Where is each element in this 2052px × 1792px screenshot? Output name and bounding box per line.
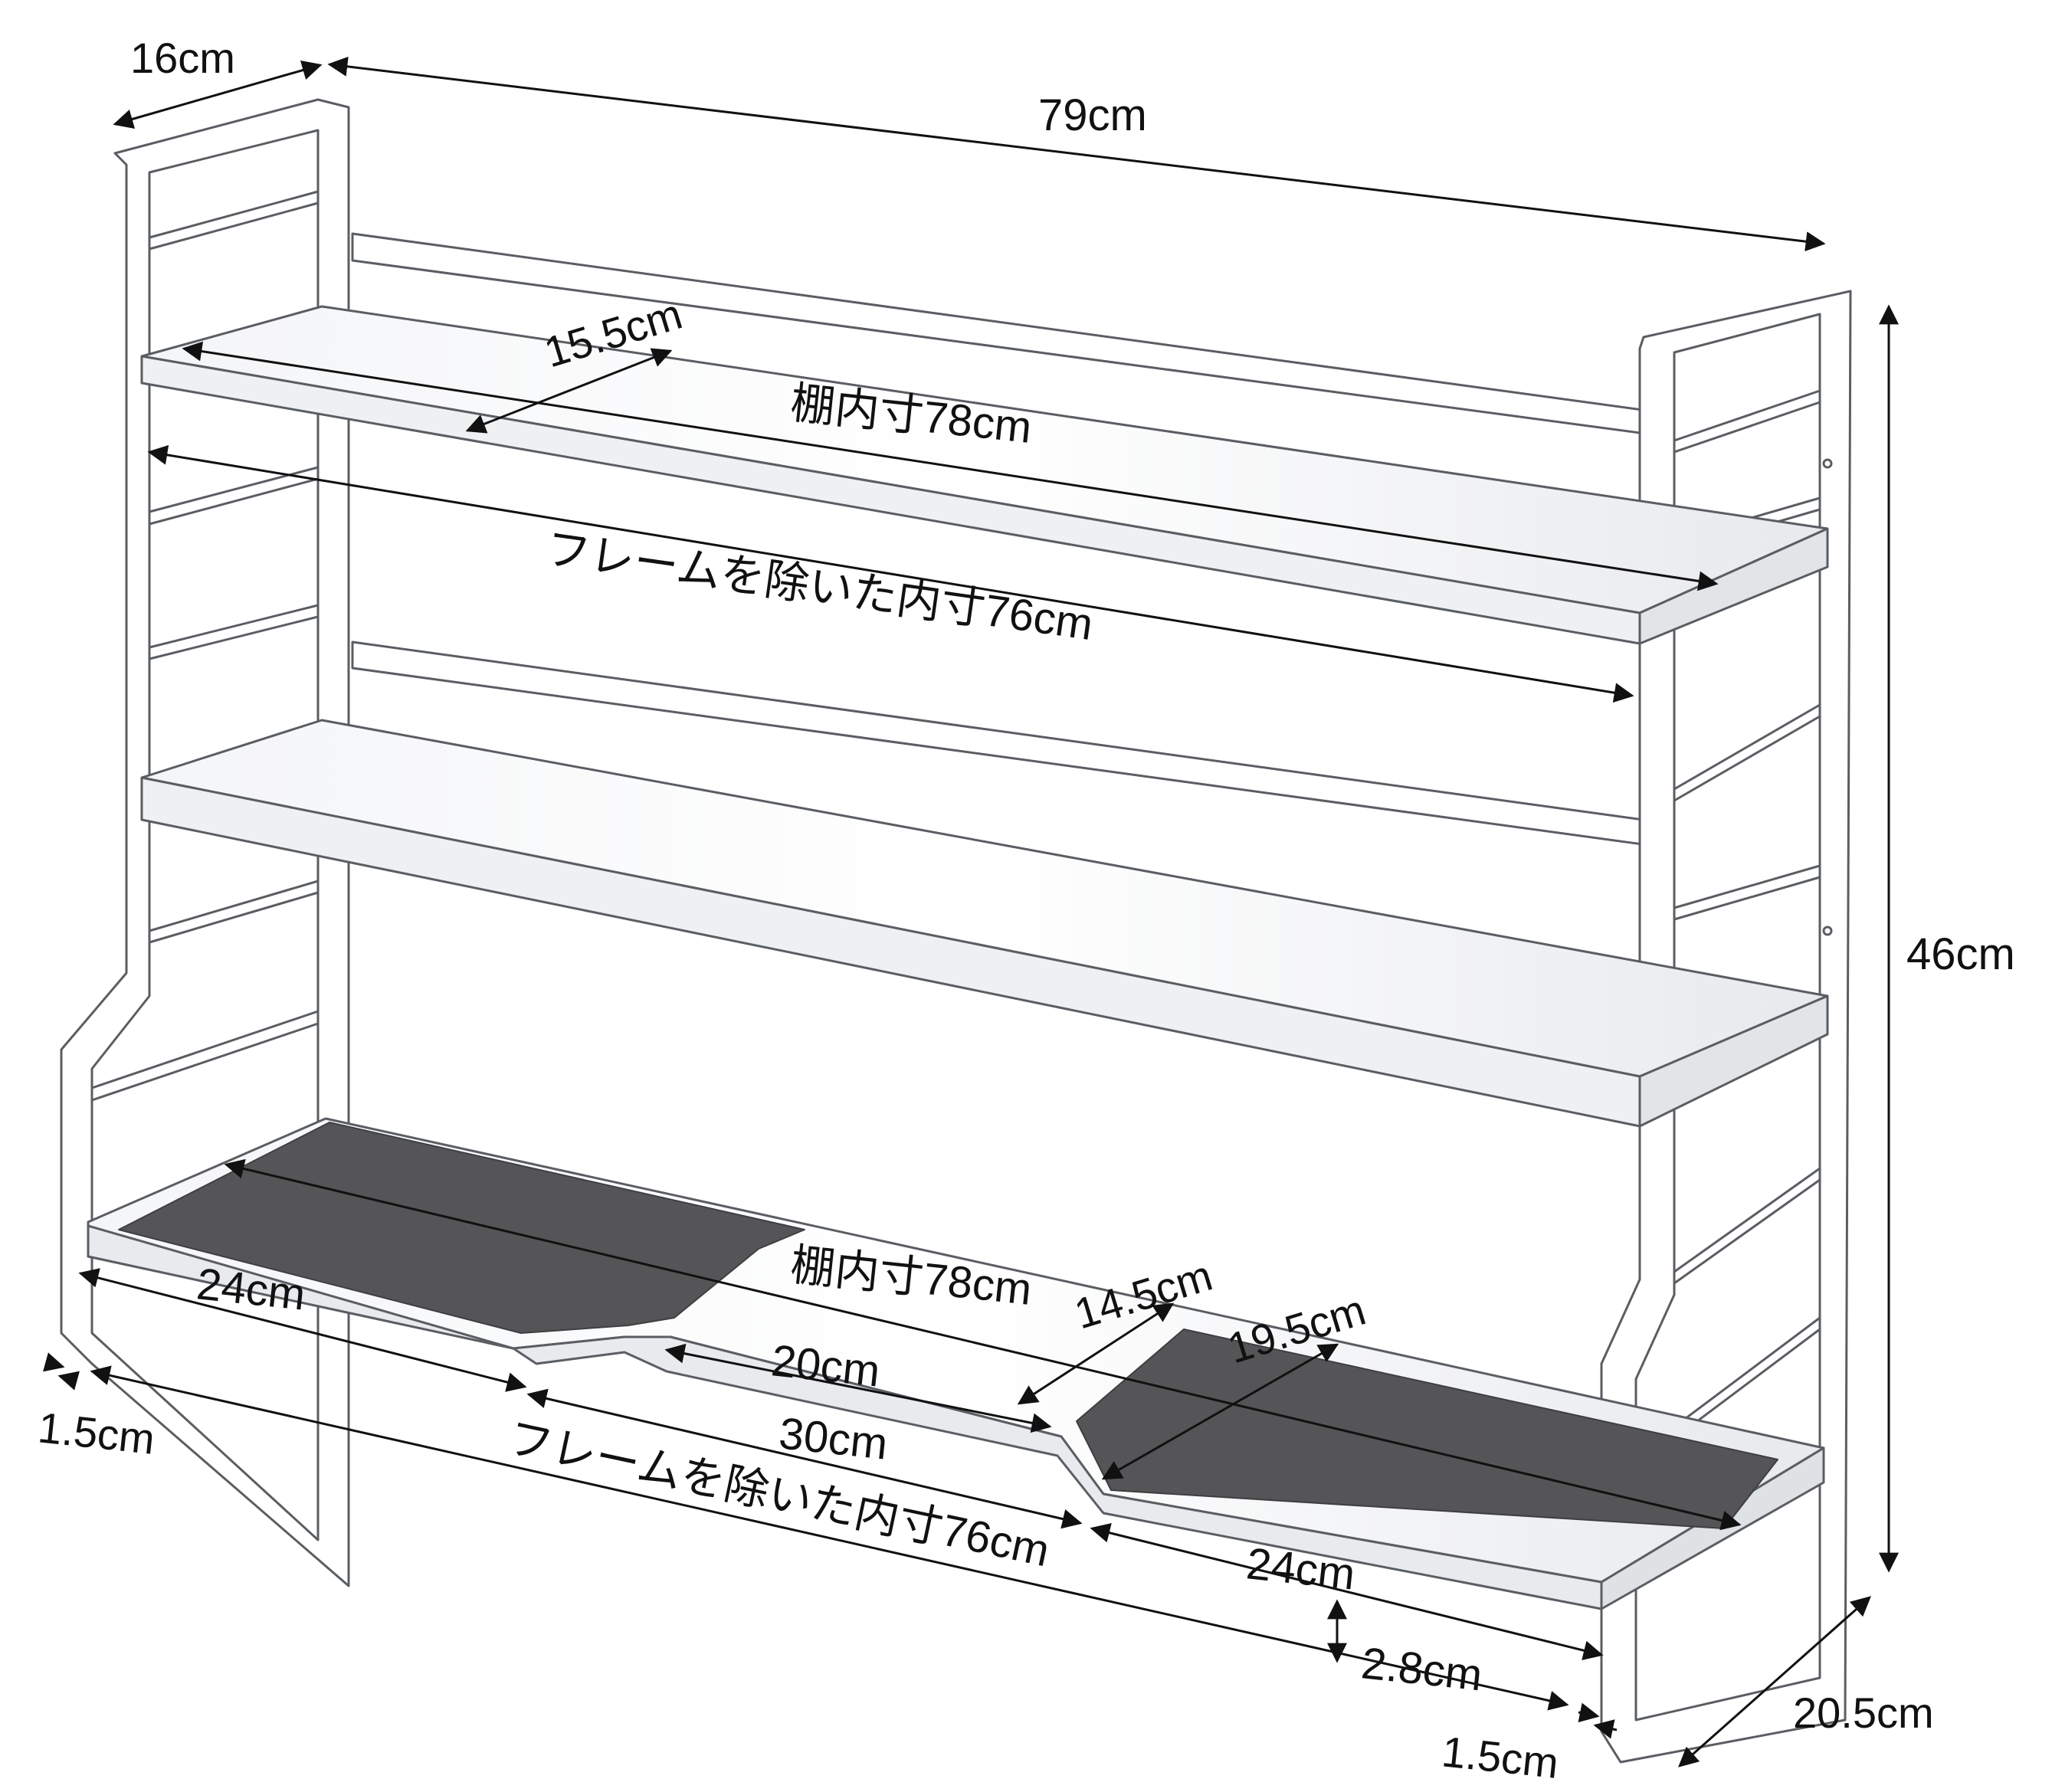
- label-left-frame: 1.5cm: [36, 1403, 157, 1463]
- dimension-lines: [43, 56, 1899, 1767]
- label-top-frame-inner: フレームを除いた内寸76cm: [543, 524, 1096, 650]
- label-bottom-left-mat: 24cm: [195, 1259, 308, 1319]
- label-bottom-center-opening: 30cm: [777, 1408, 890, 1469]
- label-bottom-center-notch: 20cm: [769, 1335, 883, 1396]
- label-width-overall: 79cm: [1038, 90, 1147, 140]
- label-bottom-right-mat: 24cm: [1244, 1538, 1358, 1599]
- label-depth-bottom: 20.5cm: [1793, 1689, 1934, 1737]
- label-lip-height: 2.8cm: [1359, 1638, 1485, 1700]
- label-right-frame: 1.5cm: [1440, 1727, 1561, 1787]
- middle-shelf: [140, 719, 1829, 1128]
- label-depth-top: 16cm: [130, 34, 235, 82]
- label-height-overall: 46cm: [1906, 929, 2015, 979]
